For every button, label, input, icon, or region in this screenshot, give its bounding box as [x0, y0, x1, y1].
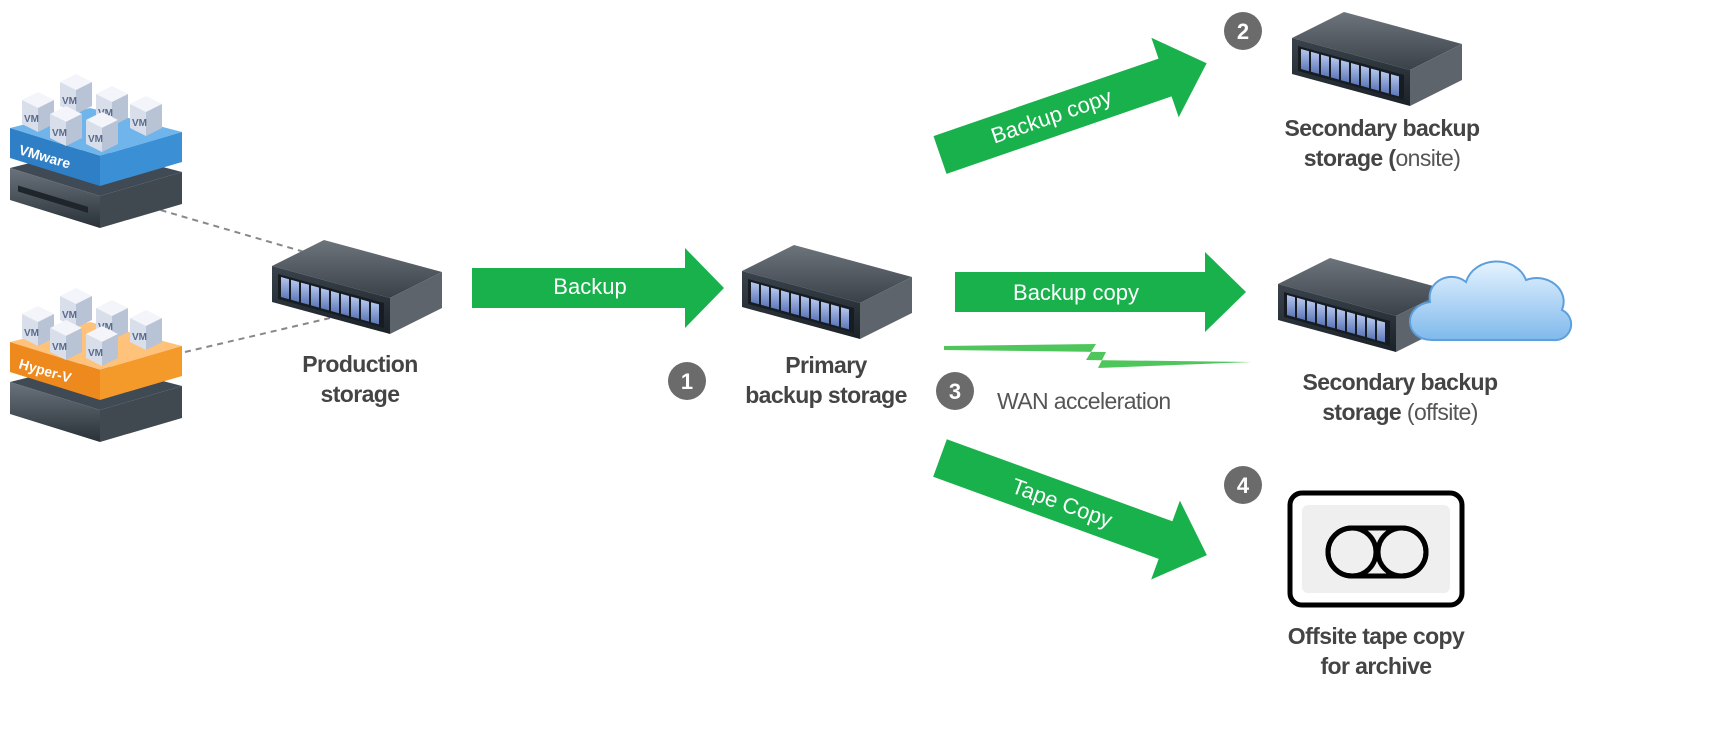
production-label-line2: storage — [321, 381, 400, 407]
badge-2: 2 — [1224, 12, 1262, 50]
production-storage-server-icon — [272, 240, 442, 334]
cloud-icon — [1409, 260, 1573, 342]
production-storage-label: Production storage — [302, 351, 418, 407]
secondary-onsite-line2-bold: storage ( — [1304, 145, 1397, 171]
secondary-onsite-server-icon — [1292, 12, 1462, 106]
vm-cube-label: VM — [132, 332, 147, 343]
hyperv-vm-cubes: VM VM VM VM VM VM — [22, 288, 162, 366]
badge-1-number: 1 — [681, 369, 693, 394]
vm-cube-label: VM — [98, 108, 113, 119]
connector-hyperv-production — [184, 317, 331, 353]
secondary-onsite-label: Secondary backup storage (onsite) — [1285, 115, 1481, 171]
badge-4: 4 — [1224, 466, 1262, 504]
backup-copy-offsite-arrow: Backup copy — [955, 252, 1246, 332]
vm-cube-label: VM — [62, 96, 77, 107]
backup-arrow: Backup — [472, 248, 724, 328]
vm-cube-label: VM — [98, 322, 113, 333]
wan-lightning-icon — [944, 344, 1252, 368]
vmware-vm-cubes: VM VM VM VM VM VM — [22, 74, 162, 152]
vm-cube-label: VM — [132, 118, 147, 129]
tape-copy-arrow: Tape Copy — [933, 439, 1207, 580]
production-label-line1: Production — [302, 351, 417, 377]
vm-cube-label: VM — [52, 128, 67, 139]
vm-cube-label: VM — [62, 310, 77, 321]
primary-label-line2: backup storage — [745, 382, 907, 408]
tape-copy-node-label: Offsite tape copy for archive — [1288, 623, 1466, 679]
badge-1: 1 — [668, 362, 706, 400]
backup-copy-offsite-label: Backup copy — [1013, 280, 1139, 305]
primary-backup-server-icon — [742, 245, 912, 339]
vm-cube-label: VM — [24, 114, 39, 125]
backup-copy-onsite-arrow: Backup copy — [933, 37, 1207, 174]
vm-cube-label: VM — [88, 134, 103, 145]
vm-cube-label: VM — [52, 342, 67, 353]
primary-label-line1: Primary — [785, 352, 867, 378]
badge-4-number: 4 — [1237, 473, 1250, 498]
secondary-onsite-line1: Secondary backup — [1285, 115, 1480, 141]
wan-acceleration-label: WAN acceleration — [997, 388, 1171, 414]
secondary-offsite-label: Secondary backup storage (offsite) — [1303, 369, 1499, 425]
vm-cube-label: VM — [88, 348, 103, 359]
connector-vmware-production — [149, 206, 326, 259]
tape-label-line1: Offsite tape copy — [1288, 623, 1465, 649]
tape-cassette-icon — [1287, 490, 1465, 608]
secondary-offsite-line2: storage (offsite) — [1322, 399, 1478, 425]
secondary-offsite-line2-light: (offsite) — [1407, 399, 1478, 425]
secondary-onsite-line2: storage (onsite) — [1304, 145, 1461, 171]
secondary-offsite-line1: Secondary backup — [1303, 369, 1498, 395]
secondary-onsite-line2-light: onsite) — [1395, 145, 1460, 171]
badge-3-number: 3 — [949, 379, 961, 404]
badge-2-number: 2 — [1237, 19, 1249, 44]
primary-backup-label: Primary backup storage — [745, 352, 907, 408]
secondary-offsite-line2-bold: storage — [1322, 399, 1407, 425]
vm-cube-label: VM — [24, 328, 39, 339]
badge-3: 3 — [936, 372, 974, 410]
backup-arrow-label: Backup — [553, 274, 626, 299]
tape-label-line2: for archive — [1320, 653, 1431, 679]
